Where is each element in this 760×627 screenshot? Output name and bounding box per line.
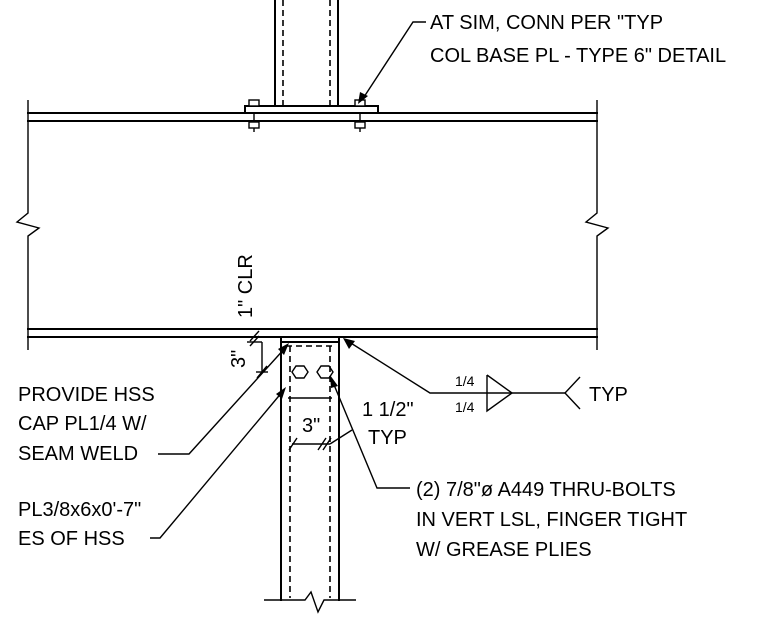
fillet-weld-both-sides: [486, 374, 514, 413]
anchor-bolt-left: [248, 99, 260, 132]
dim-3-horizontal: 3": [302, 415, 320, 437]
hss-cap-line3: SEAM WELD: [18, 443, 138, 465]
hss-cap-line1: PROVIDE HSS: [18, 384, 155, 406]
edge-distance: 1 1/2": [362, 399, 414, 421]
callout-at-sim: AT SIM, CONN PER "TYP COL BASE PL - TYPE…: [358, 12, 726, 104]
thru-bolts: [291, 365, 334, 379]
weld-tail-note: TYP: [589, 384, 628, 406]
dim-3-vertical: 3": [228, 350, 250, 368]
beam: [15, 100, 610, 350]
pl-line2: ES OF HSS: [18, 528, 125, 550]
edge-typ: TYP: [368, 427, 407, 449]
weld-size-top: 1/4: [455, 373, 475, 389]
edge-distance-callout: 1 1/2" TYP: [362, 399, 414, 449]
bolt-head-right: [316, 365, 334, 379]
bolts-line1: (2) 7/8"ø A449 THRU-BOLTS: [416, 479, 676, 501]
weld-size-bottom: 1/4: [455, 399, 475, 415]
anchor-bolt-right: [354, 99, 366, 132]
callout-thru-bolts: (2) 7/8"ø A449 THRU-BOLTS IN VERT LSL, F…: [330, 375, 687, 561]
leader-arrowhead: [278, 343, 289, 355]
at-sim-line2: COL BASE PL - TYPE 6" DETAIL: [430, 45, 726, 67]
weld-tail: [564, 376, 581, 410]
vertical-3in-dimension: 3": [228, 342, 268, 379]
callout-side-plate: PL3/8x6x0'-7" ES OF HSS: [18, 387, 286, 550]
bolts-line2: IN VERT LSL, FINGER TIGHT: [416, 509, 687, 531]
beam-break-left: [15, 100, 41, 350]
upper-hss-column: [274, 0, 339, 107]
lower-hss-post: [264, 336, 356, 614]
bolts-line3: W/ GREASE PLIES: [416, 539, 592, 561]
beam-break-right: [584, 100, 610, 350]
column-base-plate: [244, 99, 379, 132]
leader-arrowhead: [276, 387, 286, 399]
hss-cap-line2: CAP PL1/4 W/: [18, 413, 147, 435]
weld-arrowhead: [343, 338, 355, 349]
bolt-head-left: [291, 365, 309, 379]
at-sim-line1: AT SIM, CONN PER "TYP: [430, 12, 663, 34]
leader-arrowhead: [358, 92, 368, 104]
clr-label: 1" CLR: [235, 254, 257, 318]
clr-dimension: 1" CLR: [235, 254, 262, 347]
horizontal-3in-dimension: 3": [288, 415, 353, 451]
callout-hss-cap: PROVIDE HSS CAP PL1/4 W/ SEAM WELD: [18, 343, 289, 465]
pl-line1: PL3/8x6x0'-7": [18, 499, 141, 521]
weld-symbol: 1/4 1/4 TYP: [343, 338, 628, 415]
post-break: [264, 590, 356, 614]
leader-arrowhead: [330, 375, 338, 388]
